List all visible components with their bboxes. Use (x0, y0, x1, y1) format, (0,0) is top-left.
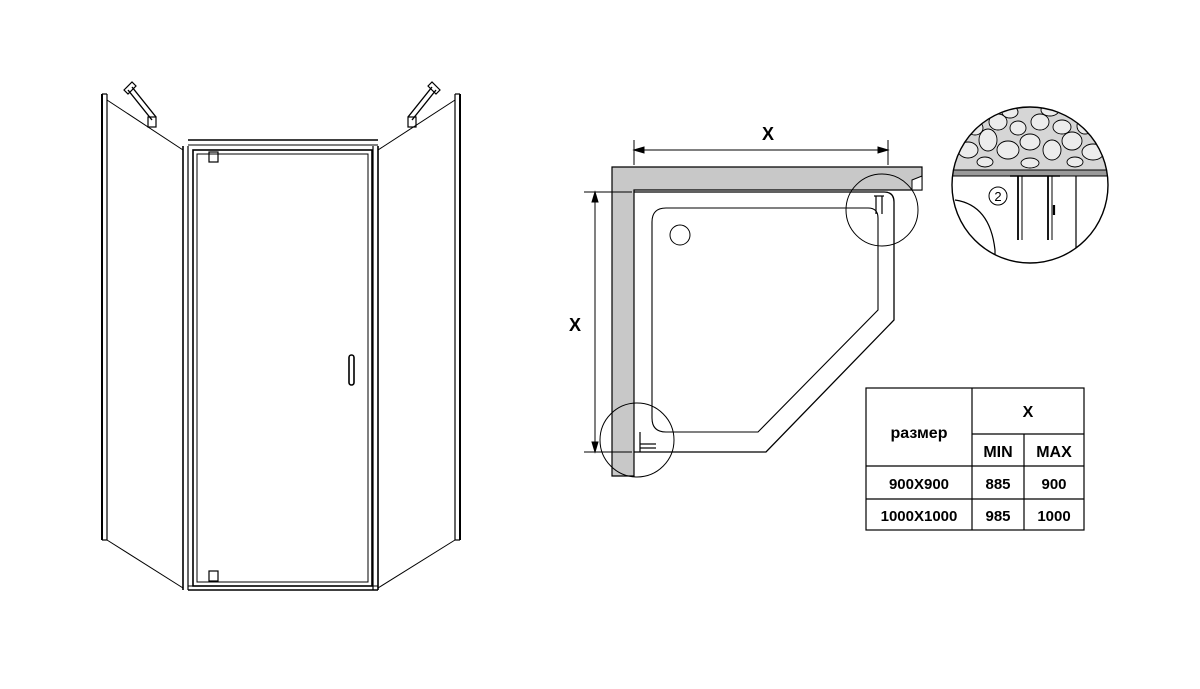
door-frame (188, 139, 378, 591)
detail-circle-top-right (845, 173, 919, 247)
detail-circle-bottom-left (599, 402, 675, 478)
table-cell-max: 1000 (1037, 508, 1070, 525)
tray-outer-outline (634, 191, 895, 453)
callout-marker (988, 186, 1008, 206)
table-header-min: MIN (983, 444, 1012, 461)
dimension-line-left (584, 190, 632, 454)
table-cell-max: 900 (1041, 476, 1066, 493)
dimension-line-top (632, 140, 890, 165)
left-wall-profile (101, 93, 108, 541)
table-header-max: MAX (1036, 444, 1072, 461)
tray-inner-outline (651, 207, 879, 433)
table-cell-size: 1000X1000 (881, 508, 958, 525)
enclosure-front-view (101, 81, 461, 591)
door-hinge-top (208, 151, 219, 163)
door-hinge-bottom (208, 570, 219, 582)
table-header-x: X (1023, 404, 1034, 421)
table-cell-min: 885 (985, 476, 1010, 493)
table-header-size: размер (891, 425, 948, 442)
wall-bracket-right (407, 81, 441, 128)
tray-plan-view: X X (569, 124, 923, 478)
detail-frame (951, 106, 1109, 264)
wall-section (611, 166, 923, 477)
drain-icon (669, 224, 691, 246)
dimension-label-top: X (762, 124, 774, 144)
right-glass-panel (372, 99, 456, 590)
door-handle (348, 354, 355, 386)
callout-number: 2 (994, 189, 1001, 204)
zoomed-detail: 2 (951, 106, 1109, 264)
table-cell-size: 900X900 (889, 476, 949, 493)
left-glass-panel (106, 99, 189, 590)
table-cell-min: 985 (985, 508, 1010, 525)
wall-bracket-left (123, 81, 157, 128)
size-table: размер X MIN MAX 900X900 885 900 1000X10… (865, 387, 1085, 531)
wall-tab (911, 175, 923, 191)
right-wall-profile (454, 93, 461, 541)
dimension-label-left: X (569, 315, 581, 335)
